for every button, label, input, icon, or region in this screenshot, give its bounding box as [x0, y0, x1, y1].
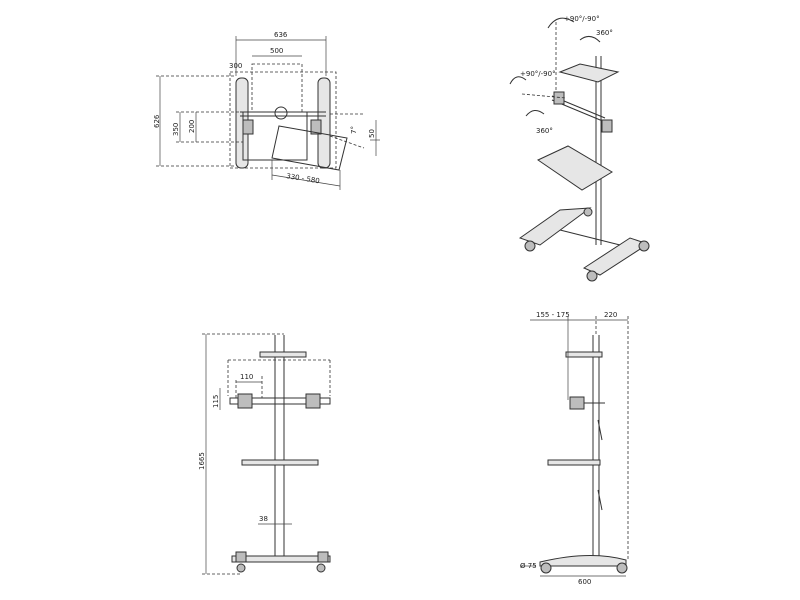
side-base — [539, 555, 627, 567]
rot-arrow-360-top — [579, 36, 601, 43]
side-top-shelf — [565, 351, 603, 358]
rot-label-360-bottom: 360° — [536, 127, 553, 135]
iso-wheel-1 — [524, 240, 536, 252]
dim-350: 350 — [172, 123, 180, 136]
dim-75: Ø 75 — [520, 562, 537, 570]
dim-330-580: 330 - 580 — [286, 172, 321, 185]
rot-arrow-360-bottom — [525, 110, 545, 117]
dim-600: 600 — [578, 578, 591, 586]
side-mount — [569, 396, 585, 410]
rot-label-left: +90°/-90° — [520, 70, 556, 78]
side-middle-shelf — [547, 459, 601, 466]
rot-label-top: +90°/-90° — [564, 15, 600, 23]
top-shelf — [242, 111, 308, 161]
dim-300-top: 300 — [229, 62, 242, 70]
front-wheel-right — [316, 563, 326, 573]
front-base — [231, 555, 331, 563]
side-wheel-left — [540, 562, 552, 574]
top-rotated-shelf — [271, 125, 348, 171]
dim-115: 115 — [212, 395, 220, 408]
front-view: 1665 110 115 38 — [198, 333, 331, 575]
front-bracket — [229, 397, 331, 405]
iso-base-left — [518, 207, 592, 246]
front-top-shelf — [259, 351, 307, 358]
top-view: 636 500 300 626 350 200 7° 50 330 - 580 — [153, 31, 380, 190]
side-view: 155 - 175 220 Ø 75 600 — [520, 311, 629, 586]
iso-wheel-2 — [583, 207, 593, 217]
rot-arrow-top — [547, 17, 575, 29]
rot-arrow-left — [509, 76, 527, 85]
top-center-mount — [274, 106, 288, 120]
iso-right-mount — [601, 119, 613, 133]
side-wheel-right — [616, 562, 628, 574]
dim-220: 220 — [604, 311, 617, 319]
iso-bottom-shelf — [536, 145, 613, 191]
iso-wheel-3 — [586, 270, 598, 282]
dim-155-175: 155 - 175 — [536, 311, 570, 319]
rot-label-360-top: 360° — [596, 29, 613, 37]
top-left-mount — [242, 119, 254, 135]
front-right-foot — [317, 551, 329, 563]
front-right-mount — [305, 393, 321, 409]
front-left-mount — [237, 393, 253, 409]
isometric-view: +90°/-90° 360° +90°/-90° 360° — [509, 15, 650, 282]
dim-500: 500 — [270, 47, 283, 55]
dim-7-deg: 7° — [350, 126, 358, 134]
front-middle-shelf — [241, 459, 319, 466]
top-right-mount — [310, 119, 322, 135]
dim-38: 38 — [259, 515, 268, 523]
front-wheel-left — [236, 563, 246, 573]
iso-top-shelf — [558, 63, 620, 83]
dim-200: 200 — [188, 120, 196, 133]
dim-1665: 1665 — [198, 452, 206, 470]
front-left-foot — [235, 551, 247, 563]
dim-50: 50 — [368, 129, 376, 138]
iso-wheel-4 — [638, 240, 650, 252]
dim-626: 626 — [153, 114, 161, 128]
dim-110: 110 — [240, 373, 253, 381]
dim-636: 636 — [274, 31, 288, 39]
